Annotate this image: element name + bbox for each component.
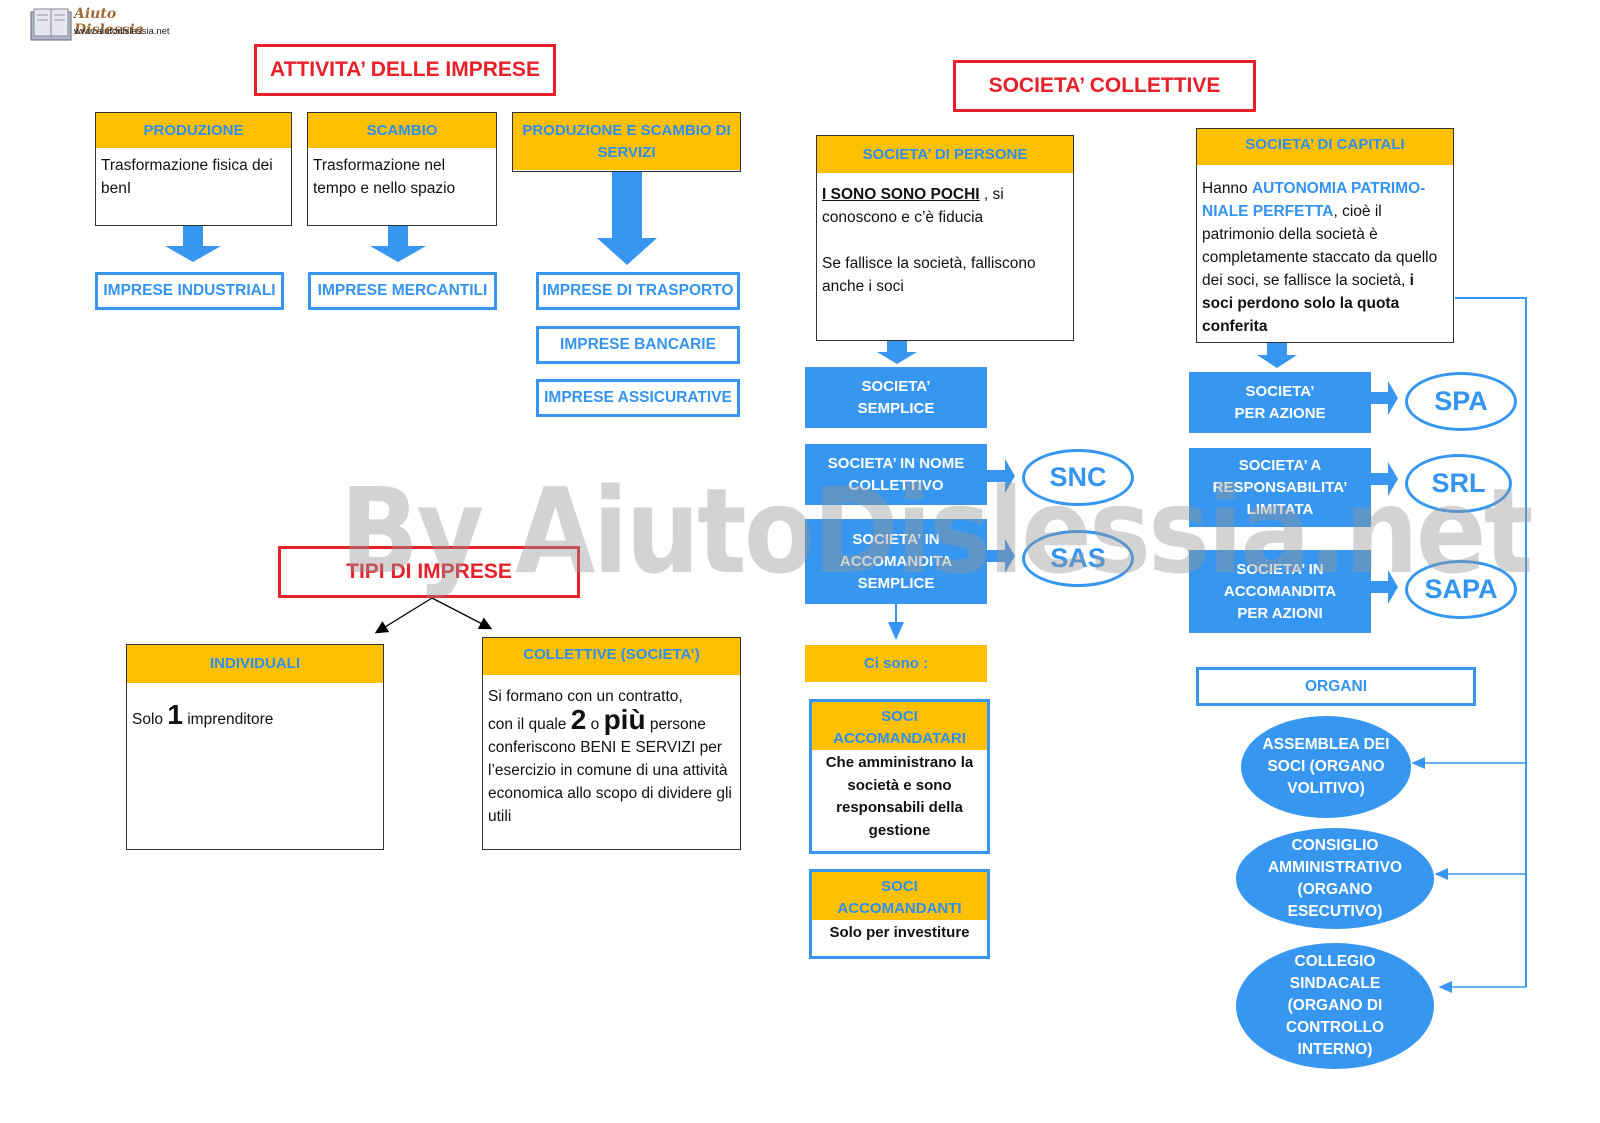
accomandanti-header: SOCI ACCOMANDANTI (812, 872, 987, 920)
arrow-capitali (1257, 343, 1297, 368)
persone-card: SOCIETA’ DI PERSONE I SONO SONO POCHI , … (816, 135, 1074, 341)
watermark: By AiutoDislessia.net (340, 462, 1533, 600)
individuali-card: INDIVIDUALI Solo 1 imprenditore (126, 644, 384, 850)
arrow-spa (1370, 381, 1398, 415)
collettive-card: COLLETTIVE (SOCIETA’) Si formano con un … (482, 637, 741, 850)
imprese-mercantili: IMPRESE MERCANTILI (308, 272, 497, 310)
arrow-servizi (597, 172, 657, 265)
imprese-industriali: IMPRESE INDUSTRIALI (95, 272, 284, 310)
sapa-oval: SAPA (1405, 560, 1517, 619)
societa-title: SOCIETA’ COLLETTIVE (953, 60, 1256, 112)
logo-url[interactable]: www.aiutodislessia.net (74, 26, 170, 37)
scambio-header: SCAMBIO (308, 113, 496, 148)
arrow-produzione (165, 226, 221, 262)
spa-oval: SPA (1405, 372, 1517, 431)
servizi-card: PRODUZIONE E SCAMBIO DI SERVIZI (512, 112, 741, 172)
collettive-header: COLLETTIVE (SOCIETA’) (483, 638, 740, 675)
organi-bracket (1455, 297, 1527, 987)
arrow-snc (987, 459, 1015, 493)
consiglio-oval: CONSIGLIO AMMINISTRATIVO (ORGANO ESECUTI… (1236, 828, 1434, 929)
imprese-trasporto: IMPRESE DI TRASPORTO (536, 272, 740, 310)
accomandanti-card: SOCI ACCOMANDANTI Solo per investiture (809, 869, 990, 959)
arrow-collettive (431, 597, 493, 630)
assemblea-oval: ASSEMBLEA DEI SOCI (ORGANO VOLITIVO) (1241, 716, 1411, 818)
societa-responsabilita-limitata: SOCIETA’ A RESPONSABILITA’ LIMITATA (1189, 448, 1371, 527)
logo: Aiuto Dislessia www.aiutodislessia.net (30, 6, 190, 42)
persone-body: I SONO SONO POCHI , si conoscono e c’è f… (822, 186, 1036, 295)
persone-header: SOCIETA’ DI PERSONE (817, 136, 1073, 173)
sas-oval: SAS (1022, 530, 1134, 587)
arrow-individuali (374, 597, 433, 634)
individuali-header: INDIVIDUALI (127, 645, 383, 683)
societa-accomandita-azioni: SOCIETA’ IN ACCOMANDITA PER AZIONI (1189, 550, 1371, 633)
individuali-body: Solo 1 imprenditore (132, 699, 274, 730)
societa-semplice: SOCIETA’ SEMPLICE (805, 367, 987, 428)
capitali-body: Hanno AUTONOMIA PATRIMO-NIALE PERFETTA, … (1202, 180, 1438, 335)
scambio-body: Trasformazione nel tempo e nello spazio (313, 157, 456, 197)
tipi-title: TIPI DI IMPRESE (278, 546, 580, 598)
collettive-body: Si formano con un contratto, con il qual… (488, 688, 732, 825)
attivita-title: ATTIVITA’ DELLE IMPRESE (254, 44, 556, 96)
societa-nome-collettivo: SOCIETA’ IN NOME COLLETTIVO (805, 444, 987, 505)
produzione-body: Trasformazione fisica dei benI (101, 157, 273, 197)
societa-per-azione: SOCIETA’ PER AZIONE (1189, 372, 1371, 433)
arrow-persone (877, 340, 917, 364)
capitali-card: SOCIETA’ DI CAPITALI Hanno AUTONOMIA PAT… (1196, 128, 1454, 343)
arrow-srl (1370, 462, 1398, 496)
logo-name: Aiuto Dislessia (74, 6, 144, 38)
servizi-header: PRODUZIONE E SCAMBIO DI SERVIZI (513, 113, 740, 170)
societa-accomandita-semplice: SOCIETA’ IN ACCOMANDITA SEMPLICE (805, 519, 987, 604)
arrow-scambio (370, 226, 426, 262)
accomandatari-header: SOCI ACCOMANDATARI (812, 702, 987, 750)
imprese-assicurative: IMPRESE ASSICURATIVE (536, 379, 740, 417)
srl-oval: SRL (1405, 454, 1512, 513)
produzione-card: PRODUZIONE Trasformazione fisica dei ben… (95, 112, 292, 226)
capitali-header: SOCIETA’ DI CAPITALI (1197, 129, 1453, 165)
imprese-bancarie: IMPRESE BANCARIE (536, 326, 740, 364)
arrow-sas (987, 539, 1015, 573)
produzione-header: PRODUZIONE (96, 113, 291, 148)
scambio-card: SCAMBIO Trasformazione nel tempo e nello… (307, 112, 497, 226)
accomandatari-body: Che amministrano la società e sono respo… (825, 754, 974, 839)
book-icon (30, 8, 72, 41)
accomandanti-body: Solo per investiture (829, 924, 970, 941)
collegio-oval: COLLEGIO SINDACALE (ORGANO DI CONTROLLO … (1236, 943, 1434, 1069)
accomandatari-card: SOCI ACCOMANDATARI Che amministrano la s… (809, 699, 990, 854)
organi-box: ORGANI (1196, 667, 1476, 706)
arrow-sapa (1370, 570, 1398, 604)
ci-sono: Ci sono : (805, 645, 987, 682)
snc-oval: SNC (1022, 449, 1134, 506)
